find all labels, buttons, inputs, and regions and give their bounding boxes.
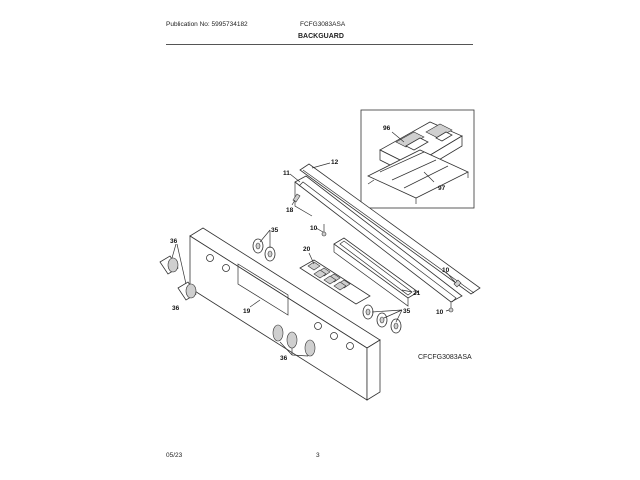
callout-35-upper: 35	[271, 227, 279, 234]
keypad-assembly	[299, 259, 371, 305]
callout-21: 21	[413, 290, 421, 297]
knob-bottom-2	[286, 331, 298, 349]
knob-bezel-right-1	[362, 304, 374, 320]
model-number: FCFG3083ASA	[300, 21, 346, 28]
section-title: BACKGUARD	[298, 33, 344, 40]
diagram-code: CFCFG3083ASA	[418, 354, 472, 361]
clip-10-right	[453, 279, 462, 288]
callout-20: 20	[303, 246, 311, 253]
callout-96: 96	[383, 125, 391, 132]
callout-18: 18	[286, 207, 294, 214]
control-board-inset	[360, 109, 475, 209]
knob-bezel-upper-1	[252, 238, 264, 254]
callout-10-upper: 10	[310, 225, 318, 232]
clip-10-upper	[321, 224, 327, 237]
knob-left-lower	[177, 281, 197, 301]
callout-12: 12	[331, 159, 339, 166]
header-divider	[166, 44, 473, 45]
callout-11: 11	[283, 170, 290, 177]
knob-bezel-right-3	[390, 318, 402, 334]
control-panel	[189, 227, 381, 401]
callout-36-left-lower: 36	[172, 305, 180, 312]
knob-bezel-upper-2	[264, 246, 276, 262]
callout-10-right: 10	[442, 267, 450, 274]
callout-35-right: 35	[403, 308, 411, 315]
knob-bottom-3	[304, 339, 316, 357]
backguard-frame	[294, 175, 463, 310]
backguard-trim	[299, 163, 481, 295]
knob-bezel-right-2	[376, 312, 388, 328]
callout-36-left: 36	[170, 238, 178, 245]
callout-19: 19	[243, 308, 251, 315]
leader-lines	[171, 162, 456, 357]
knob-bottom-1	[272, 324, 284, 342]
callout-97: 97	[438, 185, 446, 192]
knob-left-upper	[159, 255, 179, 275]
callout-36-bottom: 36	[280, 355, 288, 362]
clip-10-lower	[448, 307, 454, 313]
footer-date: 05/23	[166, 452, 183, 459]
publication-number: Publication No: 5995734182	[166, 21, 248, 28]
page-number: 3	[316, 452, 320, 459]
callout-10-lower: 10	[436, 309, 444, 316]
screw-18	[292, 193, 301, 203]
display-window	[333, 237, 419, 307]
control-bracket	[367, 149, 469, 204]
